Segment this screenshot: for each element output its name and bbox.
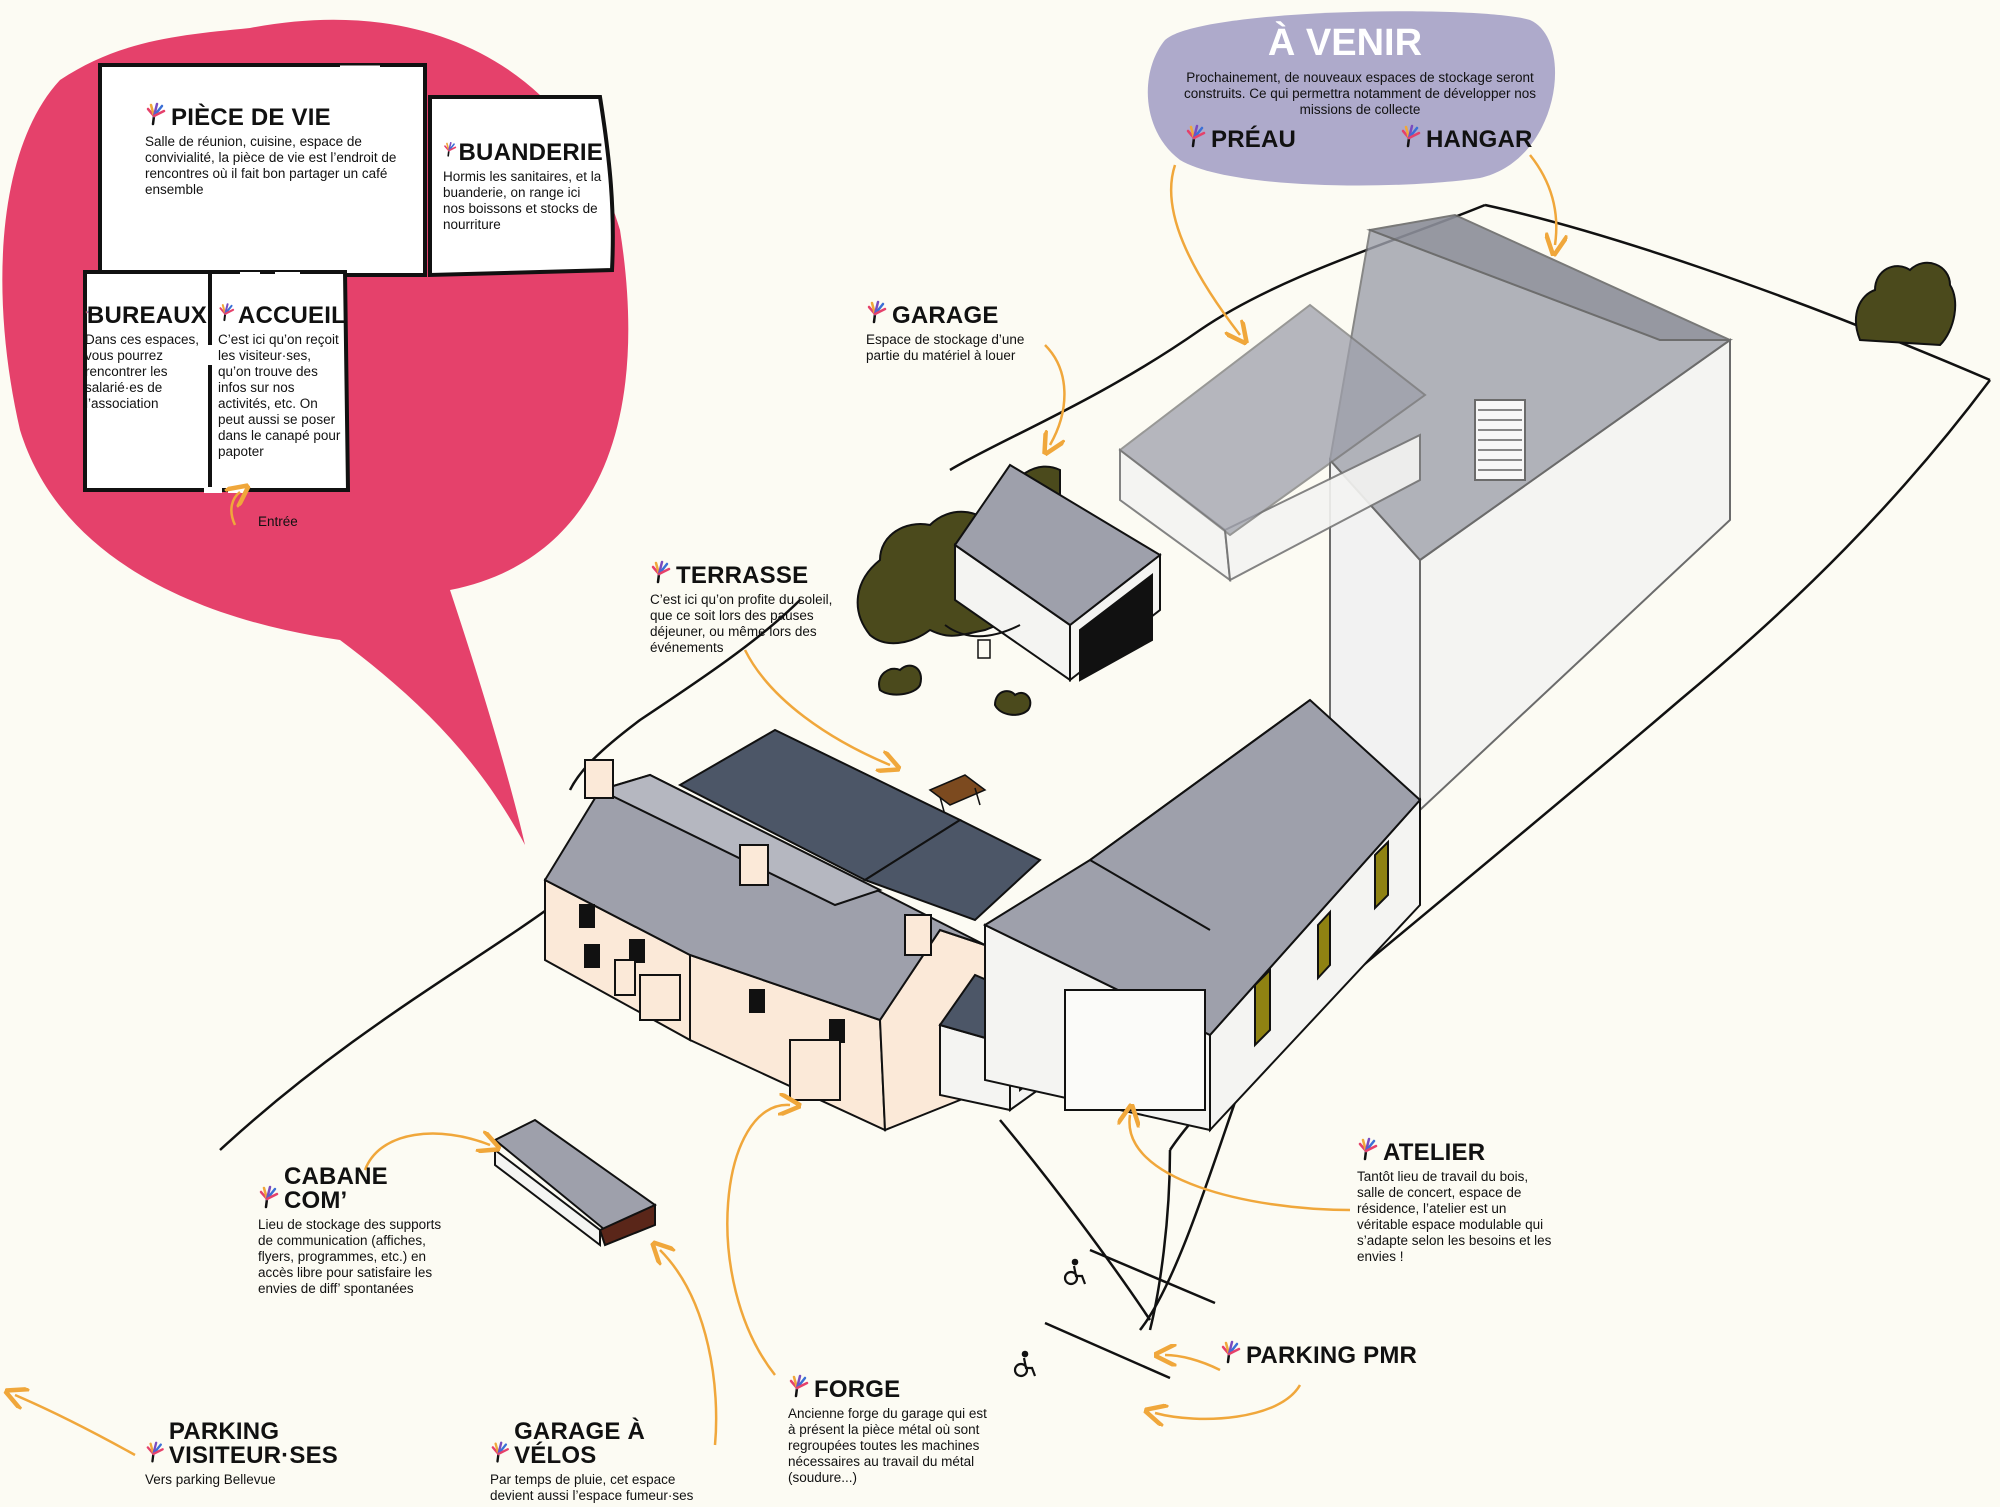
cabane-com-building bbox=[493, 1118, 657, 1248]
description: Hormis les sanitaires, et la buanderie, … bbox=[443, 169, 602, 232]
logo-burst-icon bbox=[651, 560, 671, 584]
title: GARAGE bbox=[892, 302, 999, 329]
terrace-roofs bbox=[677, 728, 1042, 922]
label-buanderie: BUANDERIE Hormis les sanitaires, et la b… bbox=[443, 135, 603, 233]
label-preau: PRÉAU bbox=[1185, 122, 1296, 152]
label-forge: FORGE Ancienne forge du garage qui est à… bbox=[788, 1372, 993, 1486]
description: Vers parking Bellevue bbox=[145, 1472, 276, 1487]
label-parking-pmr: PARKING PMR bbox=[1220, 1338, 1417, 1368]
label-parking-visiteurs: PARKING VISITEUR·SES Vers parking Bellev… bbox=[145, 1420, 435, 1488]
wheelchair-icon bbox=[1063, 1258, 1087, 1286]
wheelchair-icon bbox=[1013, 1350, 1037, 1378]
logo-burst-icon bbox=[146, 1441, 164, 1463]
logo-burst-icon bbox=[1186, 124, 1206, 148]
title: PARKING PMR bbox=[1246, 1342, 1418, 1369]
label-hangar: HANGAR bbox=[1400, 122, 1533, 152]
label-atelier: ATELIER Tantôt lieu de travail du bois, … bbox=[1357, 1135, 1557, 1265]
title: BUANDERIE bbox=[458, 139, 603, 166]
title: BUREAUX bbox=[86, 302, 207, 329]
label-bureaux: BUREAUX Dans ces espaces, vous pourrez r… bbox=[85, 298, 207, 412]
logo-burst-icon bbox=[444, 142, 457, 157]
garage-building bbox=[953, 463, 1162, 683]
description: Salle de réunion, cuisine, espace de con… bbox=[145, 134, 397, 197]
logo-burst-icon bbox=[1401, 124, 1421, 148]
title: HANGAR bbox=[1426, 126, 1533, 153]
a-venir-bubble bbox=[1147, 11, 1556, 186]
title: FORGE bbox=[814, 1376, 901, 1403]
label-cabane-com: CABANE COM’ Lieu de stockage des support… bbox=[258, 1165, 458, 1297]
main-house bbox=[543, 759, 986, 1132]
description: Tantôt lieu de travail du bois, salle de… bbox=[1357, 1169, 1552, 1264]
title: GARAGE À VÉLOS bbox=[514, 1418, 646, 1469]
atelier-building bbox=[982, 698, 1422, 1133]
logo-burst-icon bbox=[867, 300, 887, 324]
logo-burst-icon bbox=[146, 102, 166, 126]
title: ACCUEIL bbox=[237, 302, 346, 329]
label-garage: GARAGE Espace de stockage d’une partie d… bbox=[866, 298, 1051, 364]
title: CABANE COM’ bbox=[283, 1163, 388, 1214]
title: PARKING VISITEUR·SES bbox=[168, 1418, 338, 1469]
description: C’est ici qu’on reçoit les visiteur·ses,… bbox=[218, 332, 341, 459]
description: Ancienne forge du garage qui est à prése… bbox=[788, 1406, 987, 1485]
description: Lieu de stockage des supports de communi… bbox=[258, 1217, 442, 1296]
floorplan bbox=[83, 63, 615, 492]
logo-burst-icon bbox=[85, 310, 89, 316]
a-venir-title: À VENIR bbox=[1267, 22, 1423, 64]
logo-burst-icon bbox=[219, 303, 235, 322]
a-venir-description: Prochainement, de nouveaux espaces de st… bbox=[1184, 70, 1536, 117]
label-terrasse: TERRASSE C’est ici qu’on profite du sole… bbox=[650, 558, 845, 656]
logo-burst-icon bbox=[789, 1374, 809, 1398]
description: Espace de stockage d’une partie du matér… bbox=[866, 332, 1025, 363]
logo-burst-icon bbox=[1358, 1137, 1378, 1161]
title: PRÉAU bbox=[1211, 126, 1297, 153]
preau-building bbox=[1118, 303, 1427, 583]
description: C’est ici qu’on profite du soleil, que c… bbox=[650, 592, 833, 655]
label-garage-velos: GARAGE À VÉLOS Par temps de pluie, cet e… bbox=[490, 1420, 720, 1504]
label-piece-de-vie: PIÈCE DE VIE Salle de réunion, cuisine, … bbox=[145, 100, 420, 198]
logo-burst-icon bbox=[259, 1185, 279, 1209]
title: ATELIER bbox=[1383, 1139, 1486, 1166]
description: Dans ces espaces, vous pourrez rencontre… bbox=[85, 332, 200, 411]
description: Par temps de pluie, cet espace devient a… bbox=[490, 1472, 694, 1503]
hangar-building bbox=[1328, 213, 1734, 813]
logo-burst-icon bbox=[491, 1441, 509, 1463]
title: PIÈCE DE VIE bbox=[171, 104, 331, 131]
label-accueil: ACCUEIL C’est ici qu’on reçoit les visit… bbox=[218, 298, 346, 460]
logo-burst-icon bbox=[1221, 1340, 1241, 1364]
title: TERRASSE bbox=[676, 562, 809, 589]
entree-label: Entrée bbox=[258, 514, 298, 529]
